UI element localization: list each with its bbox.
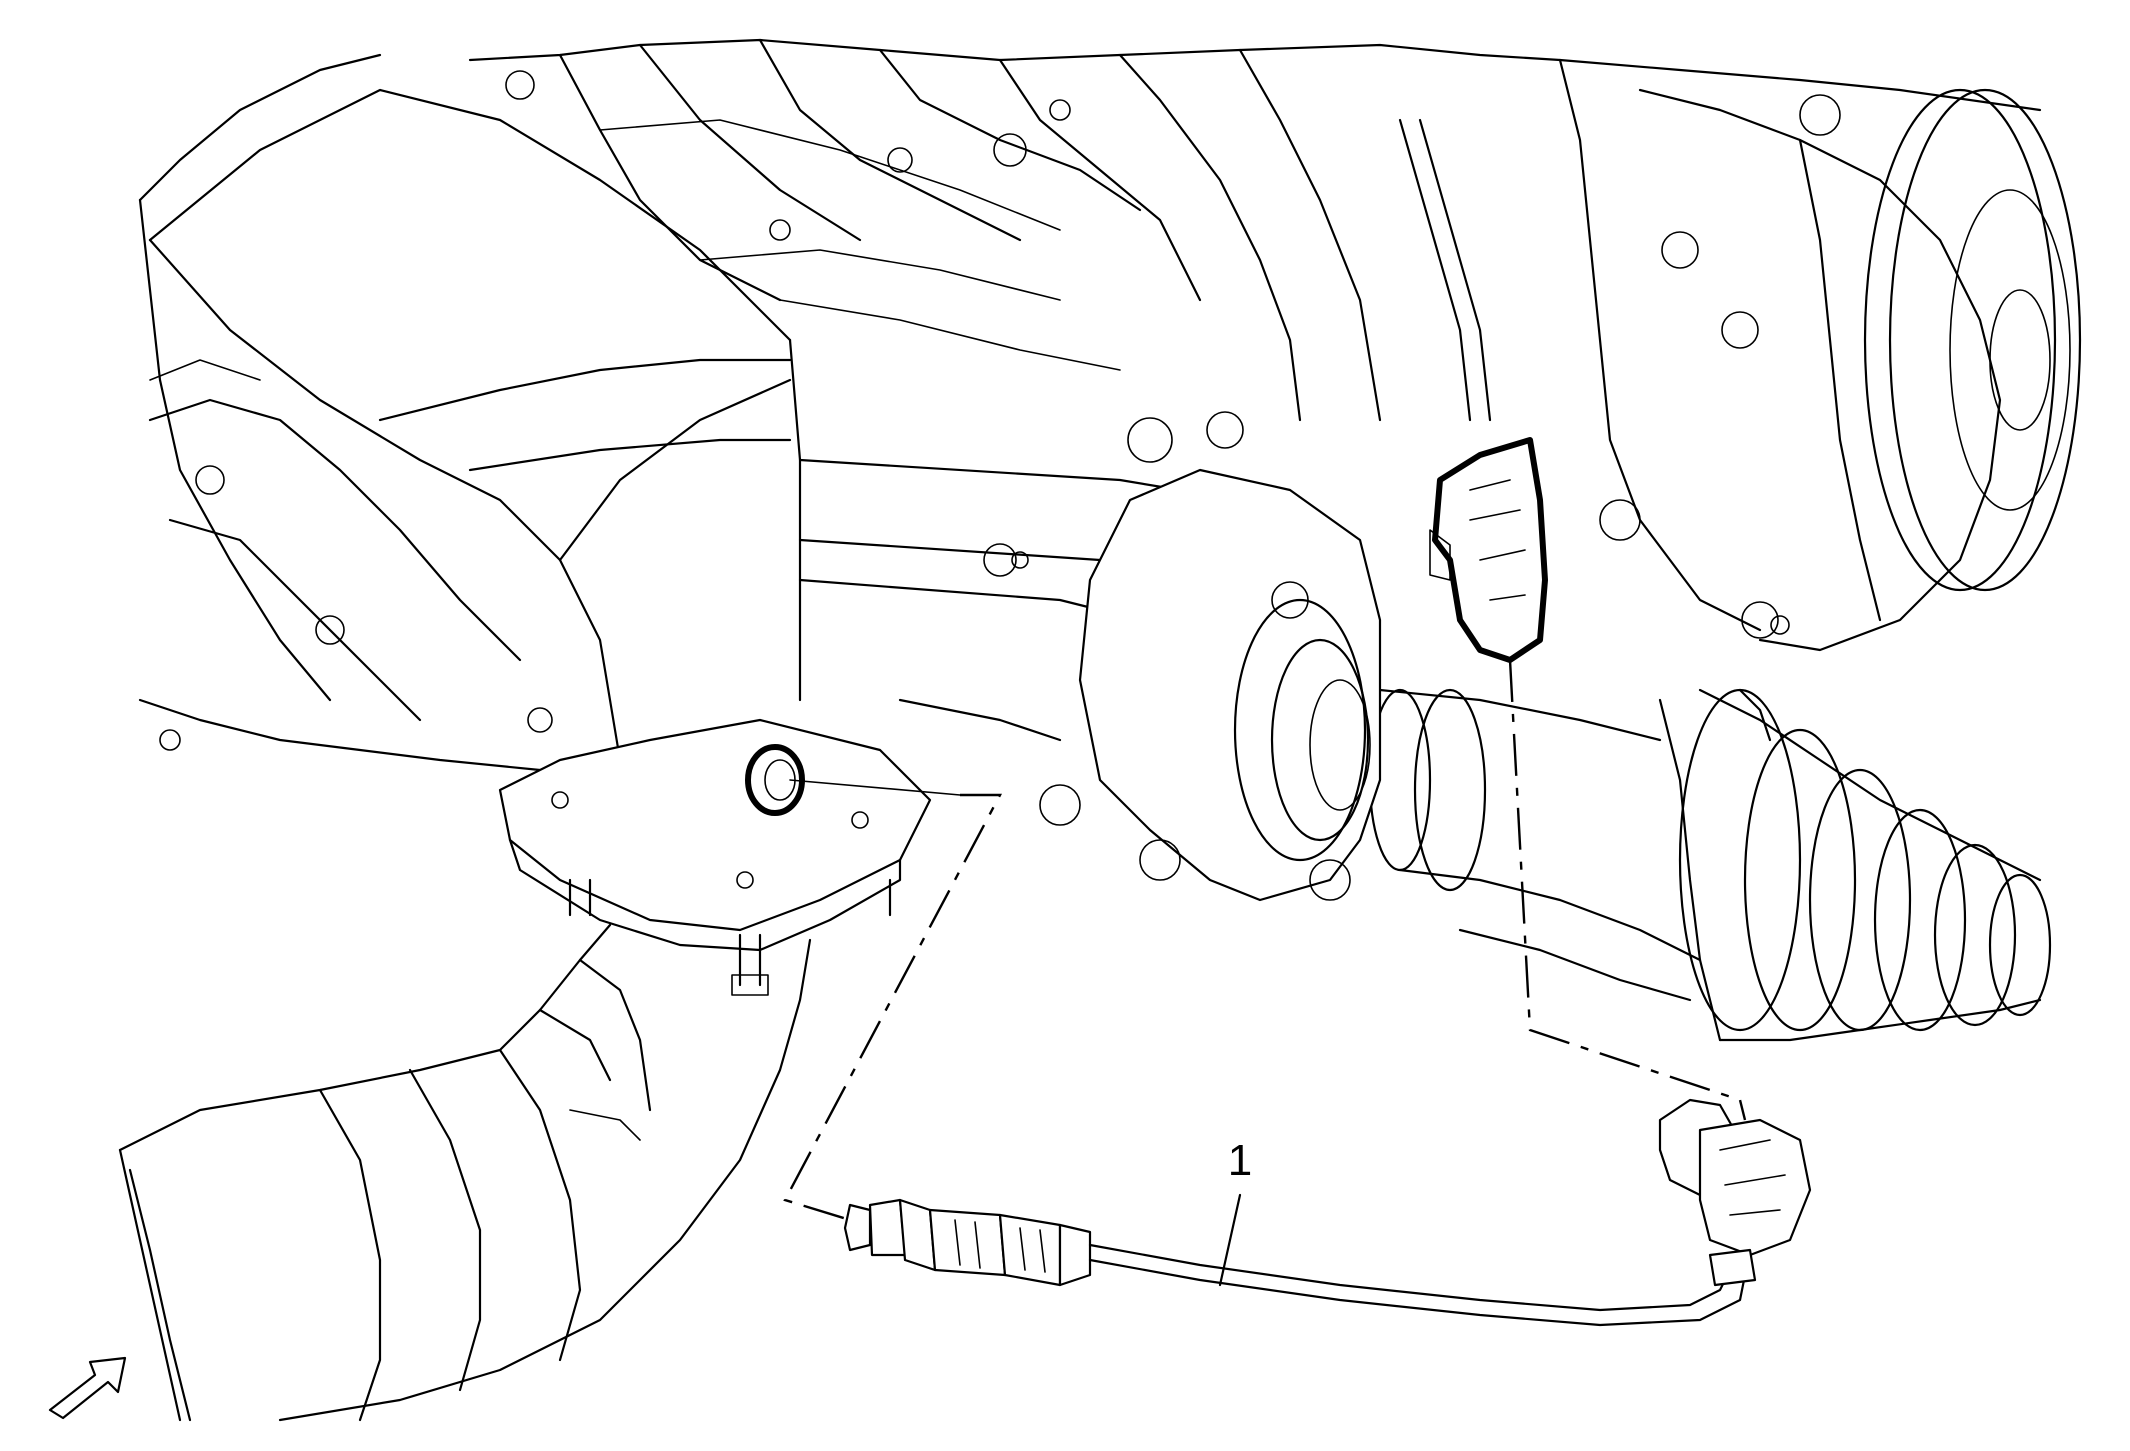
- transmission-housing: [138, 53, 553, 772]
- front-cover: [1558, 58, 2082, 652]
- oxygen-sensor: [843, 1198, 1747, 1327]
- sensor-port: [745, 744, 961, 816]
- downpipe: [118, 923, 812, 1422]
- view-arrow-icon: [48, 1356, 127, 1420]
- bearing-bracket: [1039, 411, 1382, 902]
- callout-label: 1: [1228, 1136, 1252, 1185]
- exhaust-flange: [498, 718, 932, 996]
- engine-block: [468, 38, 2042, 422]
- alignment-leaders: [783, 659, 1747, 1222]
- axle-boot: [1658, 688, 2052, 1042]
- exhaust-manifold: [148, 88, 802, 762]
- callout-1: 1: [1218, 1136, 1252, 1287]
- sensor-connector: [1658, 1098, 1812, 1287]
- harness-connector: [1398, 118, 1548, 663]
- axle-shaft: [1368, 688, 1702, 1002]
